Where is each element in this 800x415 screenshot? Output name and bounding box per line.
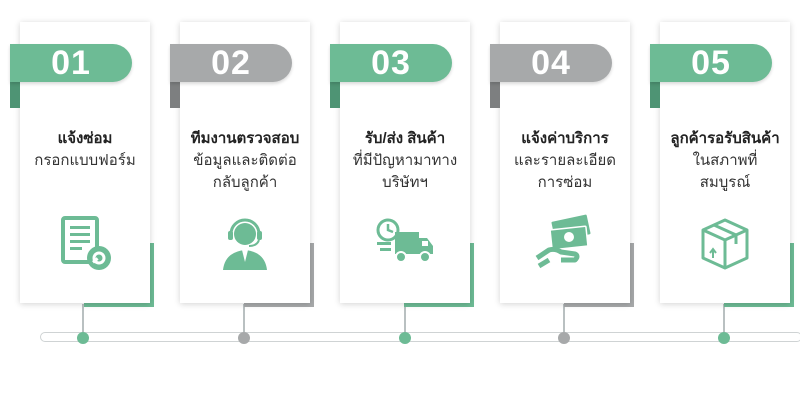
card-accent <box>308 243 314 307</box>
card-accent <box>564 303 634 307</box>
card-accent <box>84 303 154 307</box>
card-accent <box>628 243 634 307</box>
step-card-1: 01 แจ้งซ่อม กรอกแบบฟอร์ม <box>10 22 154 307</box>
step-number-tab: 02 <box>170 44 292 82</box>
step-number: 05 <box>691 43 731 82</box>
card-accent <box>148 243 154 307</box>
step-number-tab: 04 <box>490 44 612 82</box>
step-description-line: และรายละเอียด <box>513 152 617 169</box>
step-card-5: 05 ลูกค้ารอรับสินค้า ในสภาพที่ สมบูรณ์ <box>650 22 794 307</box>
timeline-stem <box>563 304 565 334</box>
step-card-3: 03 รับ/ส่ง สินค้า ที่มีปัญหามาทาง บริษัท… <box>330 22 474 307</box>
form-document-icon <box>61 216 111 270</box>
timeline-dot-2 <box>238 332 250 344</box>
step-number: 04 <box>531 43 571 82</box>
tab-fold <box>330 82 340 108</box>
step-card-2: 02 ทีมงานตรวจสอบ ข้อมูลและติดต่อ กลับลูก… <box>170 22 314 307</box>
step-description-line: ข้อมูลและติดต่อ <box>193 152 297 169</box>
card-accent <box>788 243 794 307</box>
step-title: แจ้งซ่อม <box>57 130 113 147</box>
timeline-dot-4 <box>558 332 570 344</box>
package-box-icon <box>701 218 749 270</box>
timeline-stem <box>82 304 84 334</box>
step-description-line: ในสภาพที่ <box>692 152 758 169</box>
card-accent <box>404 303 474 307</box>
card-accent <box>244 303 314 307</box>
tab-fold <box>490 82 500 108</box>
timeline-dot-3 <box>399 332 411 344</box>
delivery-truck-icon <box>376 218 433 263</box>
step-number-tab: 05 <box>650 44 772 82</box>
card-accent <box>468 243 474 307</box>
tab-fold <box>170 82 180 108</box>
step-title: รับ/ส่ง สินค้า <box>364 130 446 147</box>
step-description-line: กรอกแบบฟอร์ม <box>34 152 136 169</box>
step-description-line: บริษัทฯ <box>382 174 428 191</box>
step-description-line: ที่มีปัญหามาทาง <box>352 152 458 169</box>
timeline-bar <box>40 332 800 342</box>
step-card-4: 04 แจ้งค่าบริการ และรายละเอียด การซ่อม <box>490 22 634 307</box>
step-number: 03 <box>371 43 411 82</box>
step-title: ทีมงานตรวจสอบ <box>190 130 300 147</box>
step-number: 02 <box>211 43 251 82</box>
step-description-line: สมบูรณ์ <box>699 174 751 191</box>
money-hand-icon <box>535 214 591 269</box>
step-number: 01 <box>51 43 91 82</box>
tab-fold <box>10 82 20 108</box>
step-description-line: การซ่อม <box>537 174 593 191</box>
step-number-tab: 01 <box>10 44 132 82</box>
step-title: ลูกค้ารอรับสินค้า <box>670 130 780 147</box>
timeline-stem <box>723 304 725 334</box>
card-accent <box>724 303 794 307</box>
step-description-line: กลับลูกค้า <box>212 174 278 191</box>
support-agent-icon <box>223 218 267 270</box>
timeline-stem <box>243 304 245 334</box>
step-number-tab: 03 <box>330 44 452 82</box>
timeline-dot-5 <box>718 332 730 344</box>
step-title: แจ้งค่าบริการ <box>521 130 609 147</box>
timeline-dot-1 <box>77 332 89 344</box>
timeline-stem <box>404 304 406 334</box>
tab-fold <box>650 82 660 108</box>
